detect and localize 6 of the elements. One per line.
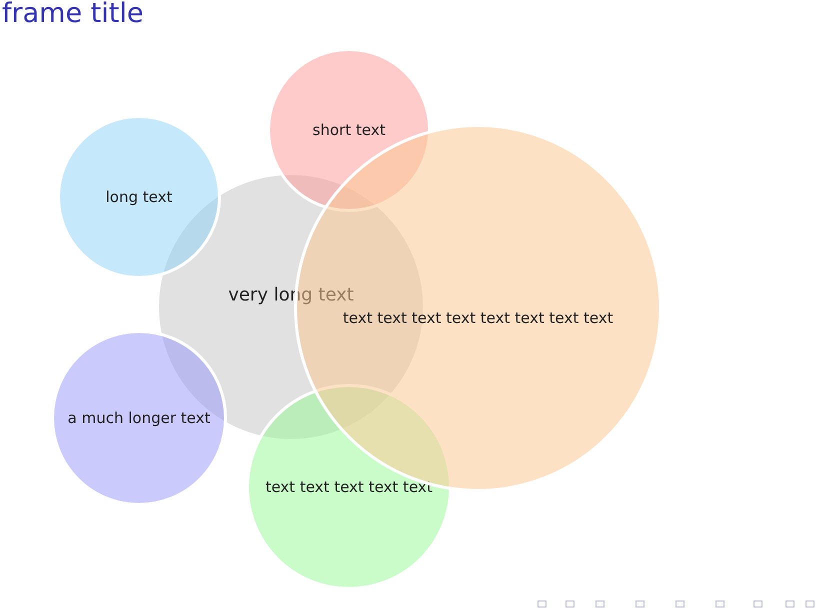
frame-title: frame title xyxy=(2,0,144,29)
bubble-label: text text text text text text text text xyxy=(342,309,614,327)
bubble-label: short text xyxy=(312,121,386,139)
bubble-label: long text xyxy=(106,188,172,206)
bubble-label: a much longer text xyxy=(68,409,210,427)
bubble-label: very long text xyxy=(228,284,354,306)
